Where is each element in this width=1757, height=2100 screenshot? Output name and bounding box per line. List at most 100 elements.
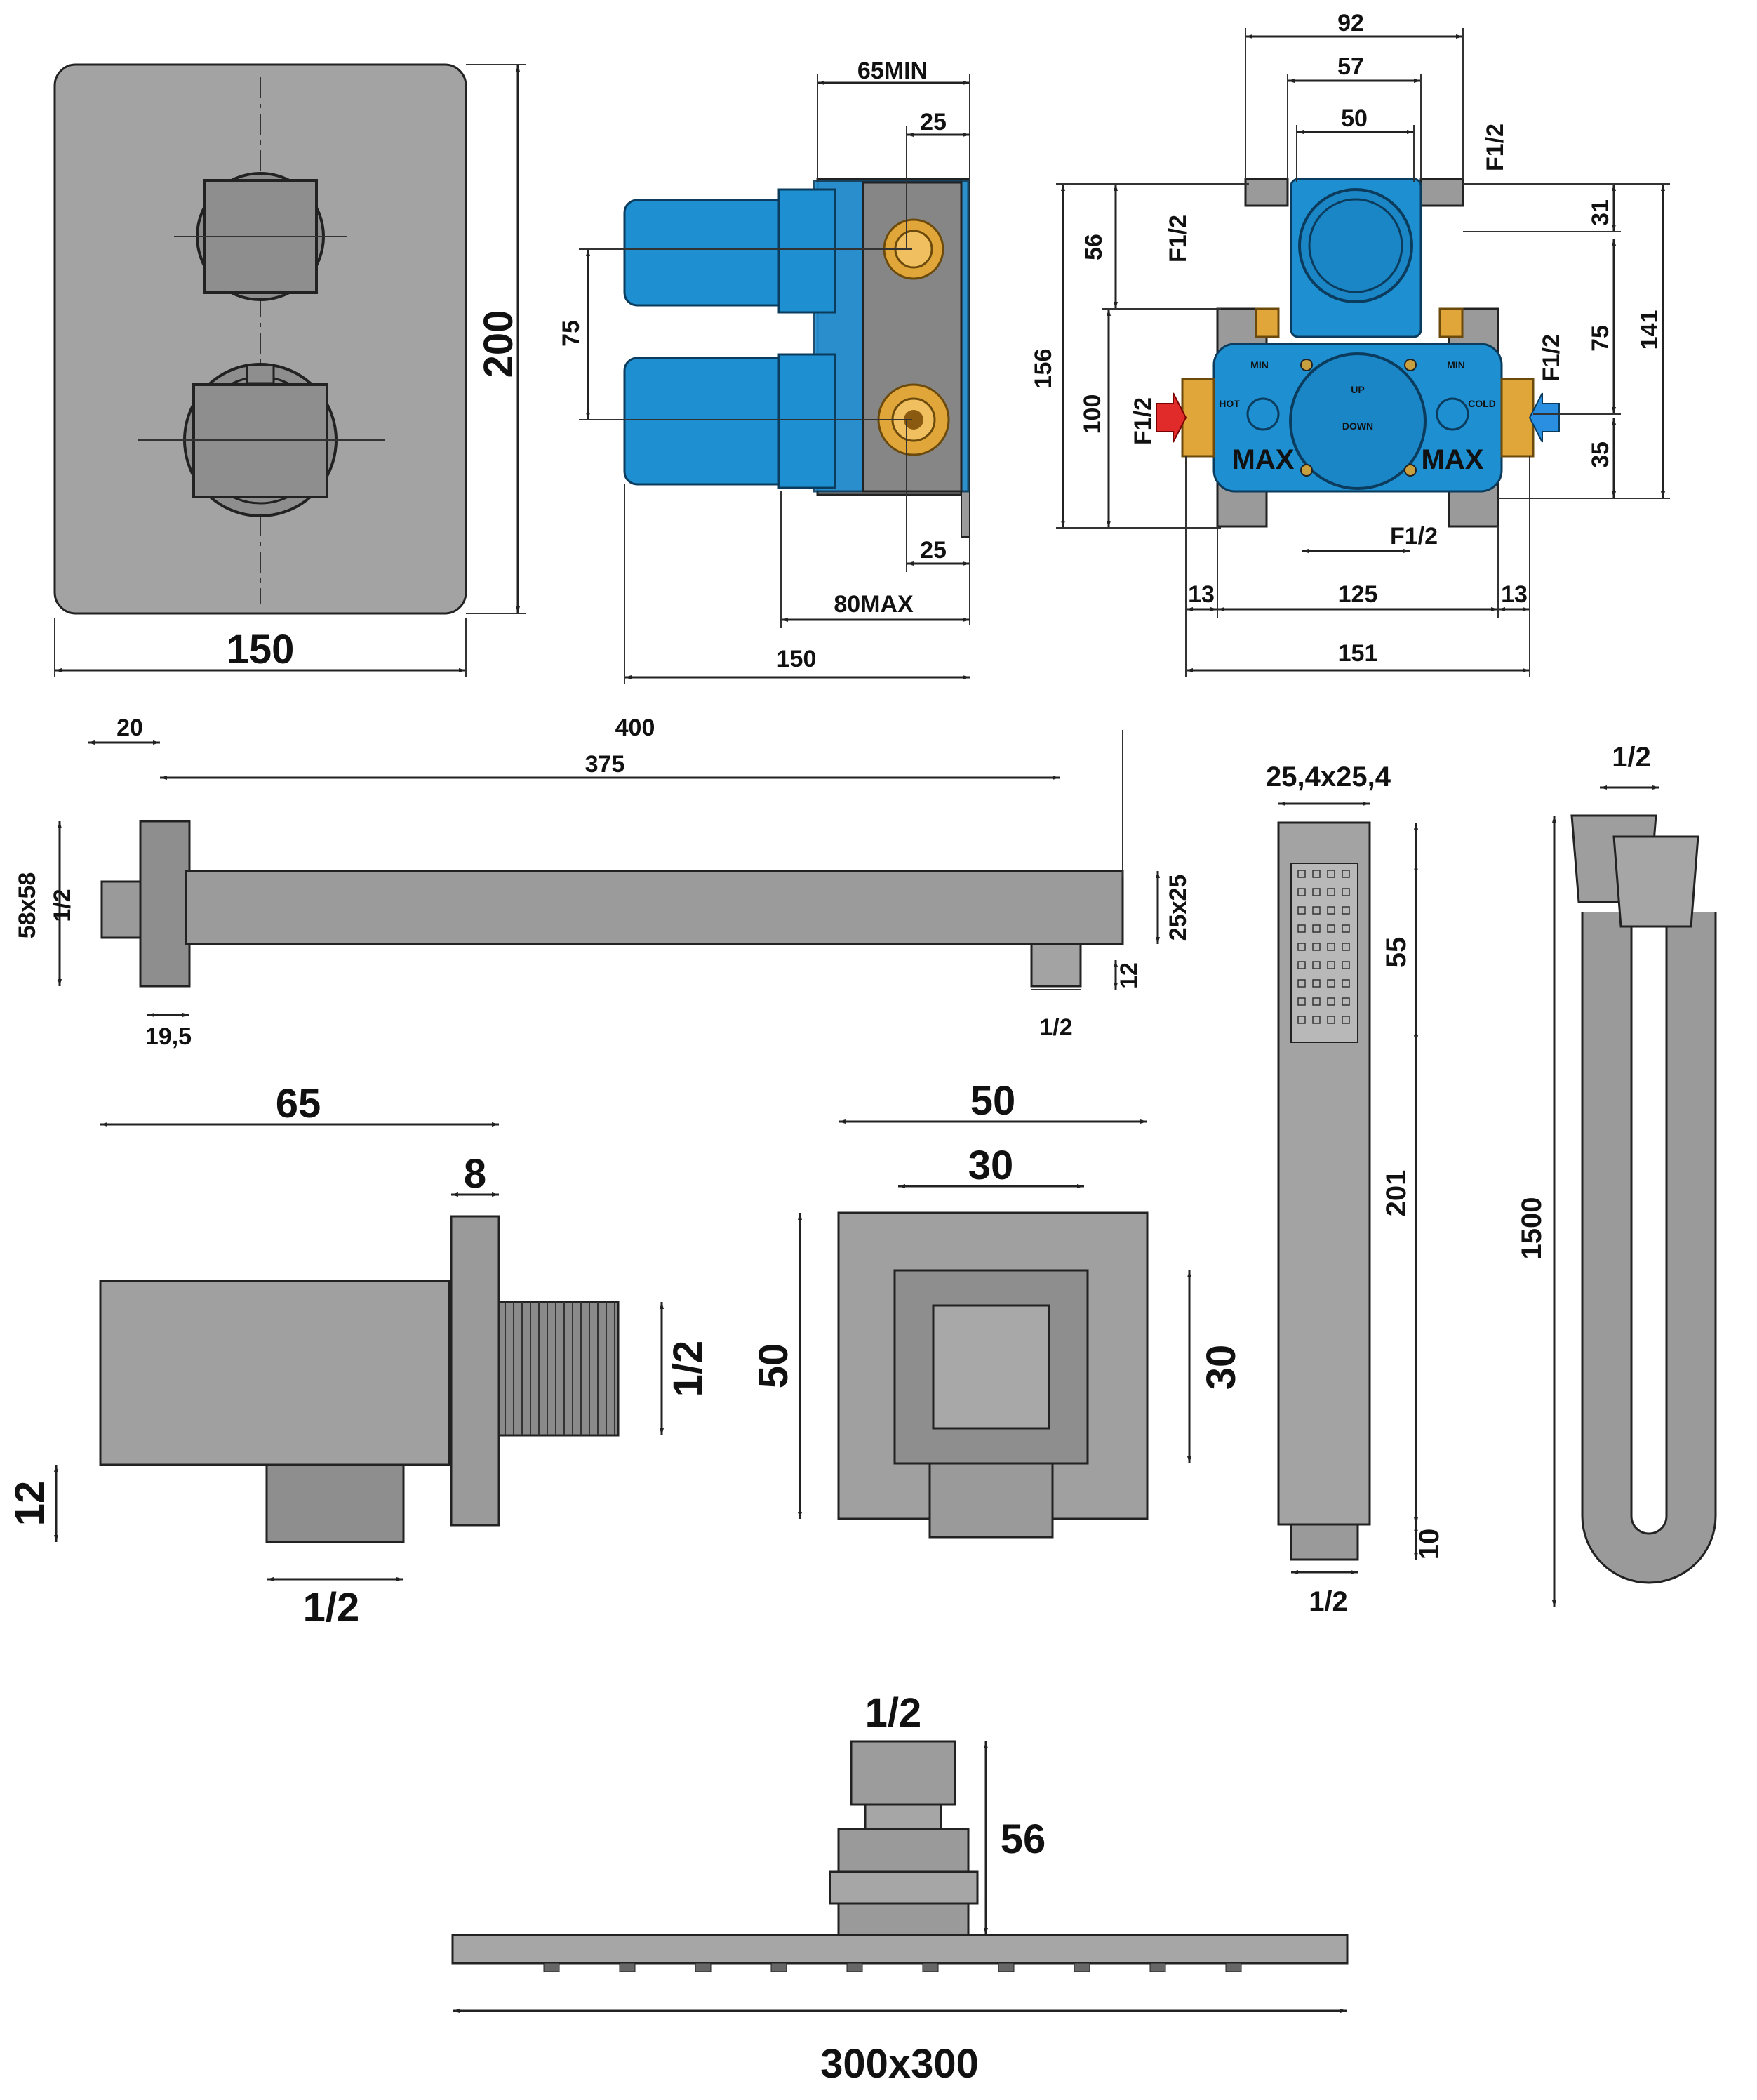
- hand-nozzle: [1327, 943, 1335, 951]
- valve-min-right: MIN: [1447, 359, 1465, 371]
- elbow-front: [798, 1119, 1191, 1539]
- head-height: 56: [1001, 1816, 1046, 1862]
- hand-nozzle: [1297, 888, 1306, 896]
- valve-front-view: [1056, 28, 1670, 677]
- hose-length: 1500: [1516, 1197, 1547, 1260]
- hand-nozzle: [1312, 961, 1321, 969]
- nozzle: [846, 1962, 863, 1972]
- valve-f-left: F1/2: [1130, 397, 1156, 445]
- plate-width-label: 150: [227, 627, 295, 672]
- hand-nozzle: [1297, 997, 1306, 1006]
- hand-nozzle: [1327, 888, 1335, 896]
- hand-10: 10: [1414, 1529, 1445, 1560]
- valve-max-right: MAX: [1422, 444, 1484, 475]
- elbow-12: 12: [7, 1481, 53, 1527]
- hand-nozzle: [1342, 979, 1350, 988]
- hand-201: 201: [1381, 1170, 1412, 1217]
- hand-section: 25,4x25,4: [1266, 762, 1391, 792]
- hand-nozzle: [1312, 906, 1321, 915]
- shower-arm: [58, 730, 1160, 1017]
- valve-front-13-left: 13: [1188, 581, 1215, 608]
- valve-side-25-bottom: 25: [920, 537, 947, 564]
- elbow-thread: 1/2: [665, 1341, 711, 1397]
- nozzle: [998, 1962, 1015, 1972]
- hand-nozzle: [1297, 961, 1306, 969]
- valve-front-92: 92: [1337, 10, 1364, 36]
- shower-hose: [1552, 785, 1717, 1607]
- hand-nozzle: [1312, 924, 1321, 933]
- valve-min-label: 65MIN: [857, 58, 928, 84]
- hand-nozzle: [1297, 1016, 1306, 1024]
- elbow-65: 65: [276, 1081, 321, 1127]
- hand-nozzle: [1327, 1016, 1335, 1024]
- nozzle: [543, 1962, 560, 1972]
- arm-flange-58x58: 58x58: [14, 872, 41, 939]
- hand-nozzle: [1342, 888, 1350, 896]
- hose-thread: 1/2: [1612, 742, 1651, 773]
- hand-nozzle: [1327, 906, 1335, 915]
- hand-nozzle: [1342, 924, 1350, 933]
- valve-side-25-top: 25: [920, 109, 947, 135]
- valve-front-100: 100: [1079, 394, 1106, 434]
- valve-front-141: 141: [1636, 310, 1663, 350]
- hand-nozzle: [1342, 997, 1350, 1006]
- shower-head: [451, 1740, 1349, 2013]
- nozzle: [1074, 1962, 1090, 1972]
- hand-nozzle: [1312, 1016, 1321, 1024]
- valve-front-56: 56: [1081, 234, 1107, 260]
- arm-thread: 1/2: [49, 889, 76, 922]
- hand-nozzle: [1312, 888, 1321, 896]
- hand-nozzle: [1297, 943, 1306, 951]
- elbow-front-w30: 30: [968, 1143, 1014, 1188]
- valve-front-31: 31: [1587, 199, 1614, 226]
- elbow-outlet: 1/2: [303, 1585, 360, 1630]
- nozzle: [1225, 1962, 1242, 1972]
- elbow-8: 8: [464, 1151, 486, 1197]
- valve-f-bottom: F1/2: [1390, 523, 1438, 550]
- plate-height-label: 200: [476, 310, 521, 378]
- nozzle: [1149, 1962, 1166, 1972]
- hand-nozzle: [1342, 906, 1350, 915]
- valve-f-top-right: F1/2: [1482, 124, 1509, 171]
- hand-nozzle: [1342, 961, 1350, 969]
- arm-19-5: 19,5: [145, 1023, 192, 1050]
- hand-thread: 1/2: [1309, 1586, 1348, 1617]
- generated-detail: [505, 870, 1350, 1972]
- valve-hot-label: HOT: [1219, 398, 1240, 409]
- arm-outlet: 1/2: [1039, 1014, 1072, 1041]
- hand-nozzle: [1297, 870, 1306, 878]
- arm-375: 375: [585, 751, 625, 778]
- valve-front-13-right: 13: [1501, 581, 1528, 608]
- valve-front-125: 125: [1338, 581, 1378, 608]
- hand-nozzle: [1327, 870, 1335, 878]
- valve-min-left: MIN: [1250, 359, 1269, 371]
- head-thread: 1/2: [865, 1690, 922, 1736]
- valve-side-view: [579, 74, 970, 684]
- hand-nozzle: [1312, 943, 1321, 951]
- valve-max-left: MAX: [1232, 444, 1295, 475]
- hand-nozzle: [1312, 979, 1321, 988]
- hand-nozzle: [1297, 924, 1306, 933]
- arm-25x25: 25x25: [1165, 875, 1191, 941]
- valve-max-label: 80MAX: [834, 591, 914, 618]
- valve-front-156: 156: [1030, 349, 1057, 389]
- elbow-front-w50: 50: [970, 1078, 1016, 1124]
- hand-nozzle: [1342, 943, 1350, 951]
- elbow-front-h30: 30: [1198, 1345, 1244, 1390]
- hand-nozzle: [1327, 979, 1335, 988]
- hand-nozzle: [1312, 870, 1321, 878]
- head-size: 300x300: [820, 2041, 979, 2087]
- valve-front-151: 151: [1338, 640, 1378, 667]
- valve-cold-label: COLD: [1468, 398, 1496, 409]
- valve-down-label: DOWN: [1342, 420, 1373, 432]
- arm-12: 12: [1116, 962, 1142, 989]
- nozzle: [695, 1962, 712, 1972]
- arm-400: 400: [615, 715, 655, 741]
- hand-nozzle: [1312, 997, 1321, 1006]
- valve-side-150: 150: [777, 646, 817, 672]
- hand-nozzle: [1297, 906, 1306, 915]
- nozzle: [922, 1962, 939, 1972]
- cover-plate: [53, 63, 526, 677]
- valve-front-50: 50: [1341, 105, 1368, 132]
